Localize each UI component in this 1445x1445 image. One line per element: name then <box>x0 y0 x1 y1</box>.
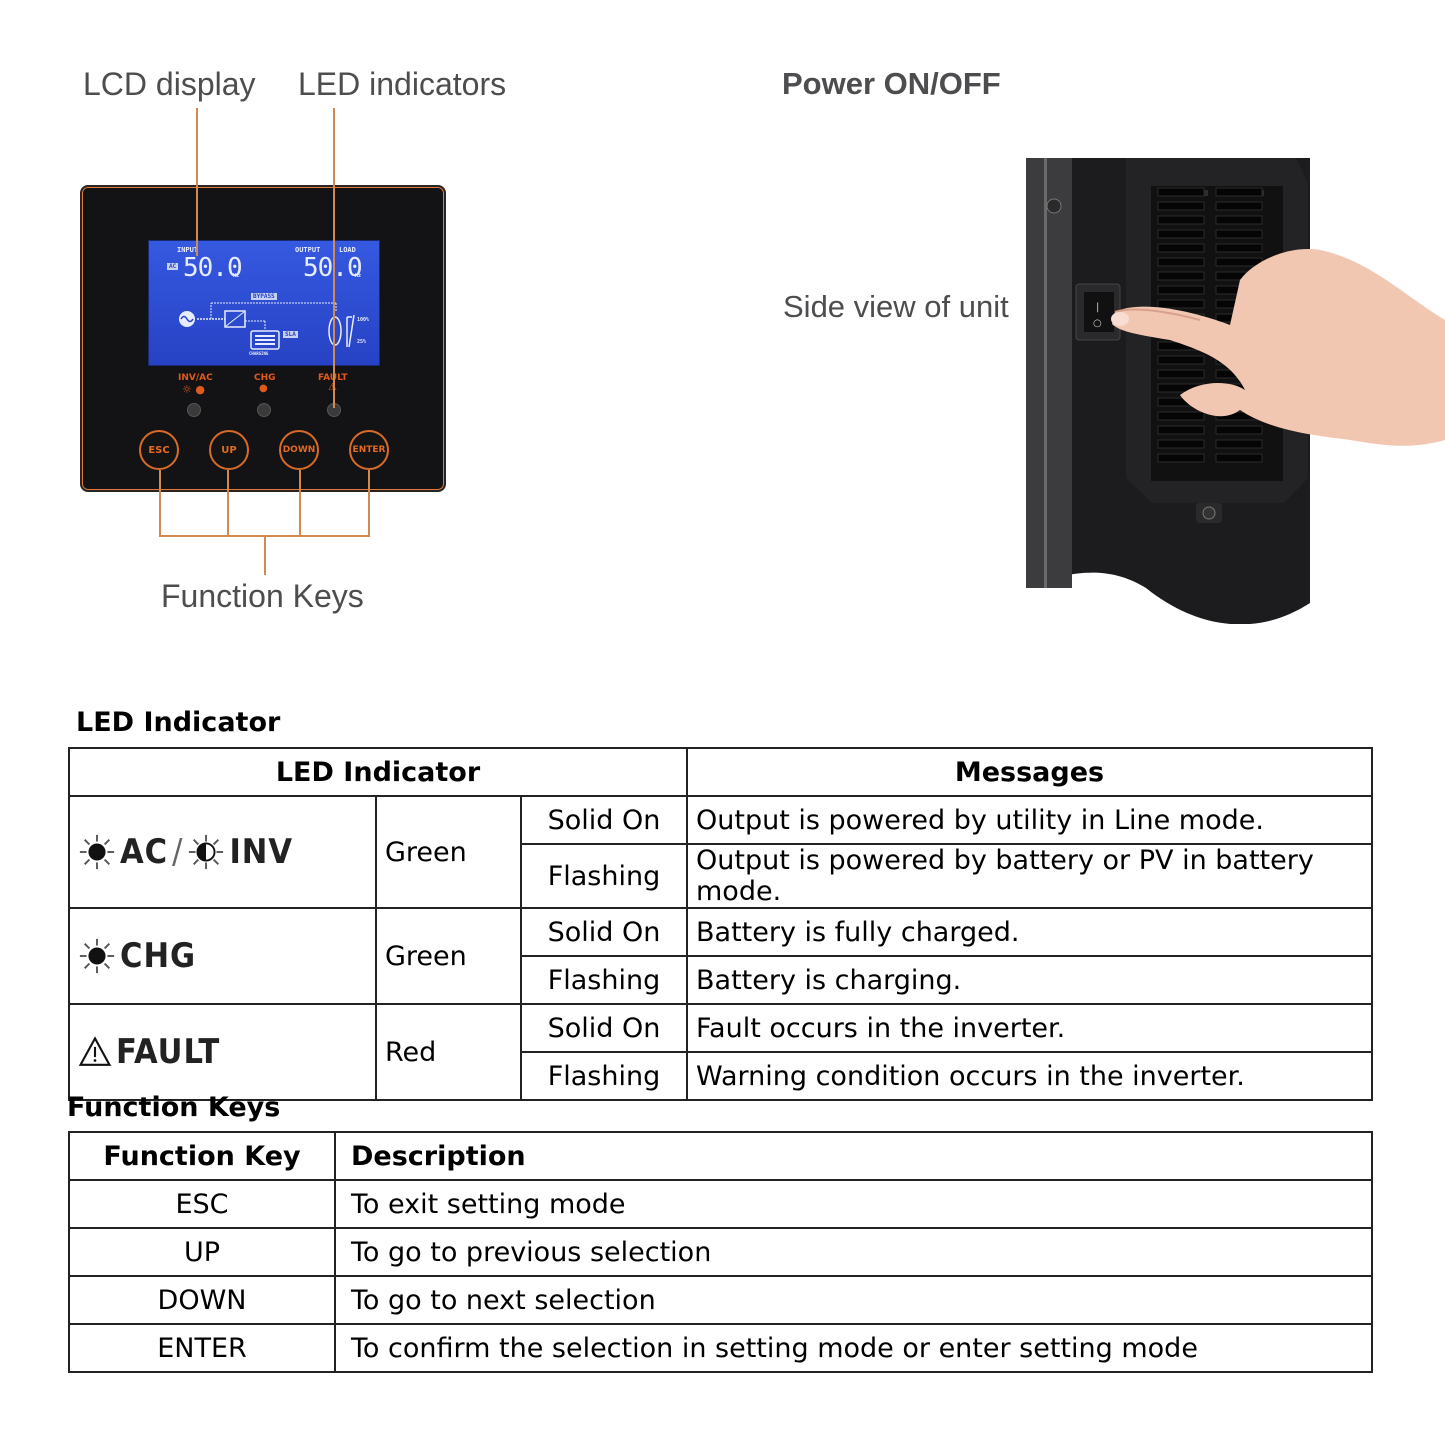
function-key-cell: ESC <box>68 1179 336 1229</box>
sun-half-icon <box>189 834 224 870</box>
state-cell: Solid On <box>520 795 688 845</box>
table-row: Flashing Warning condition occurs in the… <box>69 1051 1373 1101</box>
message-cell: Battery is charging. <box>686 955 1373 1005</box>
table-row: ENTER To confirm the selection in settin… <box>68 1323 1373 1373</box>
indicator-fault-label: FAULT <box>116 1032 221 1072</box>
state-cell: Solid On <box>520 1003 688 1053</box>
table-row: FAULT Red Solid On Fault occurs in the i… <box>68 1003 1373 1101</box>
table-row: AC / INV Green Solid On Output is powere… <box>68 795 1373 909</box>
led-label-inv-ac: INV/AC <box>178 373 213 383</box>
function-keys-label: Function Keys <box>161 578 364 614</box>
color-cell: Green <box>375 795 522 909</box>
state-cell: Flashing <box>520 955 688 1005</box>
function-key-cell: UP <box>68 1227 336 1277</box>
lcd-screen: INPUT AC 50.0 Hz OUTPUT LOAD 50.0 Hz BYP… <box>148 240 380 366</box>
warning-icon: ⚠ <box>328 382 337 393</box>
function-section-title: Function Keys <box>67 1092 281 1123</box>
lcd-load-label: LOAD <box>339 246 356 254</box>
key-leader-line <box>299 470 301 536</box>
table-row: CHG Green Solid On Battery is fully char… <box>68 907 1373 1005</box>
lcd-bypass-tag: BYPASS <box>251 293 277 300</box>
lcd-load-100: 100% <box>357 317 370 323</box>
led-chg <box>257 403 271 417</box>
lcd-flow-diagram <box>179 302 355 350</box>
header-description: Description <box>334 1131 1373 1181</box>
color-cell: Red <box>375 1003 522 1101</box>
key-leader-line <box>368 470 370 536</box>
state-cell: Solid On <box>520 907 688 957</box>
up-key[interactable]: UP <box>209 430 249 470</box>
table-row: ESC To exit setting mode <box>68 1179 1373 1229</box>
lcd-output-value: 50.0 <box>303 253 363 283</box>
indicator-cell: CHG <box>68 907 377 1005</box>
function-keys-table: Function Key Description ESC To exit set… <box>68 1131 1373 1373</box>
hand-pressing-switch-image <box>1111 249 1445 446</box>
indicator-chg-label: CHG <box>120 936 197 976</box>
state-cell: Flashing <box>520 843 688 909</box>
led-indicators-label: LED indicators <box>298 66 507 102</box>
power-on-off-label: Power ON/OFF <box>782 66 1001 101</box>
lcd-load-25: 25% <box>357 339 367 345</box>
led-leader-line <box>333 108 335 408</box>
led-section-title: LED Indicator <box>76 707 281 738</box>
down-key[interactable]: DOWN <box>279 430 319 470</box>
lcd-input-unit: Hz <box>233 273 240 279</box>
warning-triangle-icon <box>78 1036 112 1066</box>
led-label-chg: CHG <box>254 373 276 383</box>
key-leader-line <box>264 535 266 575</box>
lcd-input-label: INPUT <box>177 246 199 254</box>
svg-text:|: | <box>1096 302 1099 313</box>
header-messages: Messages <box>686 747 1373 797</box>
led-label-fault: FAULT <box>318 373 348 383</box>
indicator-inv-label: INV <box>229 832 294 872</box>
message-cell: Output is powered by battery or PV in ba… <box>686 843 1373 909</box>
message-cell: Warning condition occurs in the inverter… <box>686 1051 1373 1101</box>
indicator-separator: / <box>172 832 184 872</box>
sun-icon: ● <box>259 383 268 394</box>
table-row: DOWN To go to next selection <box>68 1275 1373 1325</box>
enter-key[interactable]: ENTER <box>349 430 389 470</box>
lcd-sla-tag: SLA <box>283 331 298 338</box>
sun-solid-icon <box>79 834 115 870</box>
header-led-indicator: LED Indicator <box>68 747 688 797</box>
lcd-output-unit: Hz <box>355 273 362 279</box>
lcd-ac-tag: AC <box>167 263 179 270</box>
key-leader-line <box>159 470 161 536</box>
table-row: Flashing Output is powered by battery or… <box>69 843 1373 909</box>
description-cell: To exit setting mode <box>334 1179 1373 1229</box>
header-function-key: Function Key <box>68 1131 336 1181</box>
svg-text:○: ○ <box>1093 318 1102 329</box>
side-view-label: Side view of unit <box>783 289 1009 324</box>
color-cell: Green <box>375 907 522 1005</box>
function-key-cell: DOWN <box>68 1275 336 1325</box>
description-cell: To go to previous selection <box>334 1227 1373 1277</box>
key-leader-line <box>227 470 229 536</box>
lcd-leader-line <box>196 108 198 256</box>
message-cell: Fault occurs in the inverter. <box>686 1003 1373 1053</box>
message-cell: Battery is fully charged. <box>686 907 1373 957</box>
lcd-display-label: LCD display <box>83 66 256 102</box>
led-inv-ac <box>187 403 201 417</box>
table-row: UP To go to previous selection <box>68 1227 1373 1277</box>
indicator-ac-label: AC <box>120 832 169 872</box>
table-row: Flashing Battery is charging. <box>69 955 1373 1005</box>
description-cell: To go to next selection <box>334 1275 1373 1325</box>
lcd-input-value: 50.0 <box>183 253 243 283</box>
lcd-output-label: OUTPUT <box>295 246 321 254</box>
indicator-cell: AC / INV <box>68 795 377 909</box>
led-indicator-table: LED Indicator Messages AC / INV Green So… <box>68 747 1373 1101</box>
description-cell: To confirm the selection in setting mode… <box>334 1323 1373 1373</box>
function-key-cell: ENTER <box>68 1323 336 1373</box>
sun-solid-icon <box>79 938 115 974</box>
state-cell: Flashing <box>520 1051 688 1101</box>
message-cell: Output is powered by utility in Line mod… <box>686 795 1373 845</box>
lcd-charging-label: CHARGING <box>249 351 269 356</box>
esc-key[interactable]: ESC <box>139 430 179 470</box>
sun-icon: ☼ ● <box>182 383 205 396</box>
indicator-cell: FAULT <box>68 1003 377 1101</box>
